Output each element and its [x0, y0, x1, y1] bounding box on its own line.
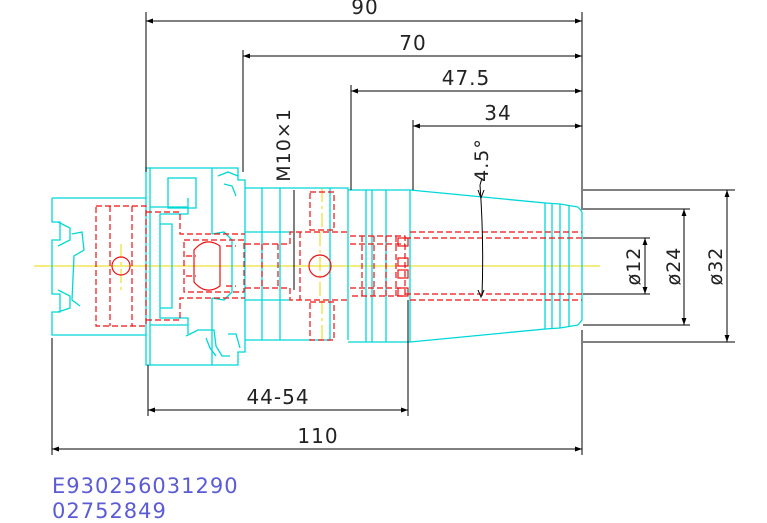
dim-label-dia-12: ø12	[623, 247, 645, 286]
hidden-lines	[95, 191, 582, 341]
dim-label-34: 34	[484, 101, 511, 125]
dim-label-thread: M10×1	[273, 108, 295, 182]
dim-label-47-5: 47.5	[442, 66, 491, 90]
dimension-lines	[51, 12, 735, 455]
serial-number-label: 02752849	[52, 499, 167, 523]
holder-outline	[51, 167, 583, 366]
dim-label-70: 70	[399, 31, 426, 55]
dim-label-90: 90	[351, 0, 378, 19]
part-number-label: E930256031290	[52, 474, 239, 498]
dim-label-angle: 4.5°	[471, 138, 493, 182]
centerlines	[34, 188, 600, 342]
dim-label-dia-24: ø24	[663, 247, 685, 286]
dim-label-dia-32: ø32	[705, 247, 727, 286]
dim-label-110: 110	[297, 424, 338, 448]
dim-label-44-54: 44-54	[246, 385, 309, 409]
